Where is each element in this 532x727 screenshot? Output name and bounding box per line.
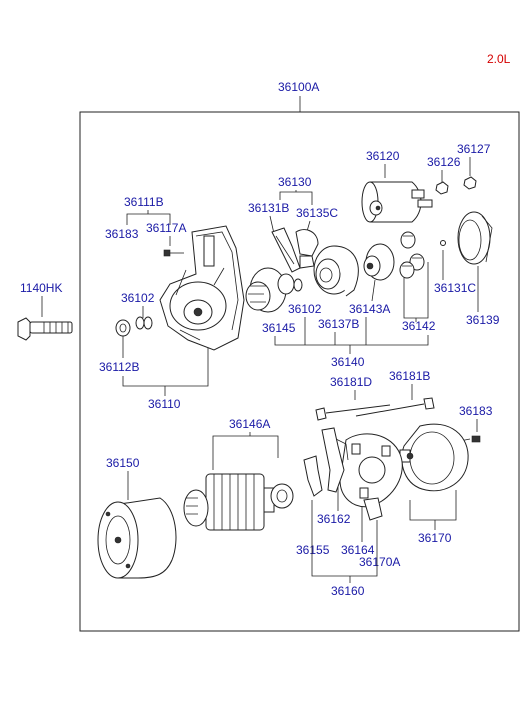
washer-36102-mid [293,278,303,292]
callout-36130: 36130 [278,175,312,189]
bushing-36112B [115,319,131,337]
nut-36127 [463,176,477,190]
callout-36131C: 36131C [434,281,476,295]
lever-36131B [271,227,301,273]
callout-36170A: 36170A [359,555,400,569]
pinion-clutch-36145 [245,267,295,313]
callout-36139: 36139 [466,313,500,327]
through-bolt-36181B [355,397,435,417]
callout-36170: 36170 [418,531,452,545]
callout-36137B: 36137B [318,317,359,331]
planet-gears-36142 [399,231,425,279]
callout-36126: 36126 [427,155,461,169]
callout-36183-left: 36183 [105,227,139,241]
callout-36127: 36127 [457,142,491,156]
callout-36146A: 36146A [229,417,270,431]
callout-36102-mid: 36102 [288,302,322,316]
callout-36155: 36155 [296,543,330,557]
callout-1140HK: 1140HK [20,281,62,295]
brush-plate-36162 [321,427,345,493]
callout-36131B: 36131B [248,201,289,215]
armature-36146A [183,473,275,531]
callout-36162: 36162 [317,512,351,526]
callout-36100A: 36100A [278,80,319,94]
bolt-1140HK [17,317,73,341]
callout-36181B: 36181B [389,369,430,383]
diagram-frame [79,111,520,632]
bearing-36146A [270,483,294,509]
callout-36135C: 36135C [296,206,338,220]
callout-36181D: 36181D [330,375,372,389]
solenoid-36120 [361,181,433,223]
nut-36126 [435,181,449,195]
screw-36183-left [163,249,184,257]
callout-36164: 36164 [341,543,375,557]
engine-label: 2.0L [487,52,511,66]
plate-36170A [363,497,383,521]
washers-36102-left [135,316,153,330]
rear-bracket-36170 [399,423,469,492]
callout-36102-left: 36102 [121,291,155,305]
callout-36183-right: 36183 [459,404,493,418]
callout-36143A: 36143A [349,302,390,316]
callout-36120: 36120 [366,149,400,163]
brush-holder-36164 [329,433,403,508]
shift-lever-36135C [295,229,319,269]
brush-36155 [303,455,323,497]
callout-36110: 36110 [148,397,181,411]
callout-36140: 36140 [331,355,365,369]
callout-36150: 36150 [106,456,140,470]
callout-36160: 36160 [331,584,365,598]
ring-36131C [440,240,446,246]
callout-36112B: 36112B [99,360,139,374]
callout-36145: 36145 [262,321,296,335]
planet-carrier-36143A [363,243,395,281]
through-bolt-36181D [315,404,391,421]
callout-36111B: 36111B [124,195,164,209]
yoke-36150 [97,497,177,579]
callout-36142: 36142 [402,319,436,333]
callout-36117A: 36117A [146,221,186,235]
internal-gear-36137B [313,245,359,297]
packing-36139 [457,211,493,265]
front-housing-36110 [159,225,245,351]
